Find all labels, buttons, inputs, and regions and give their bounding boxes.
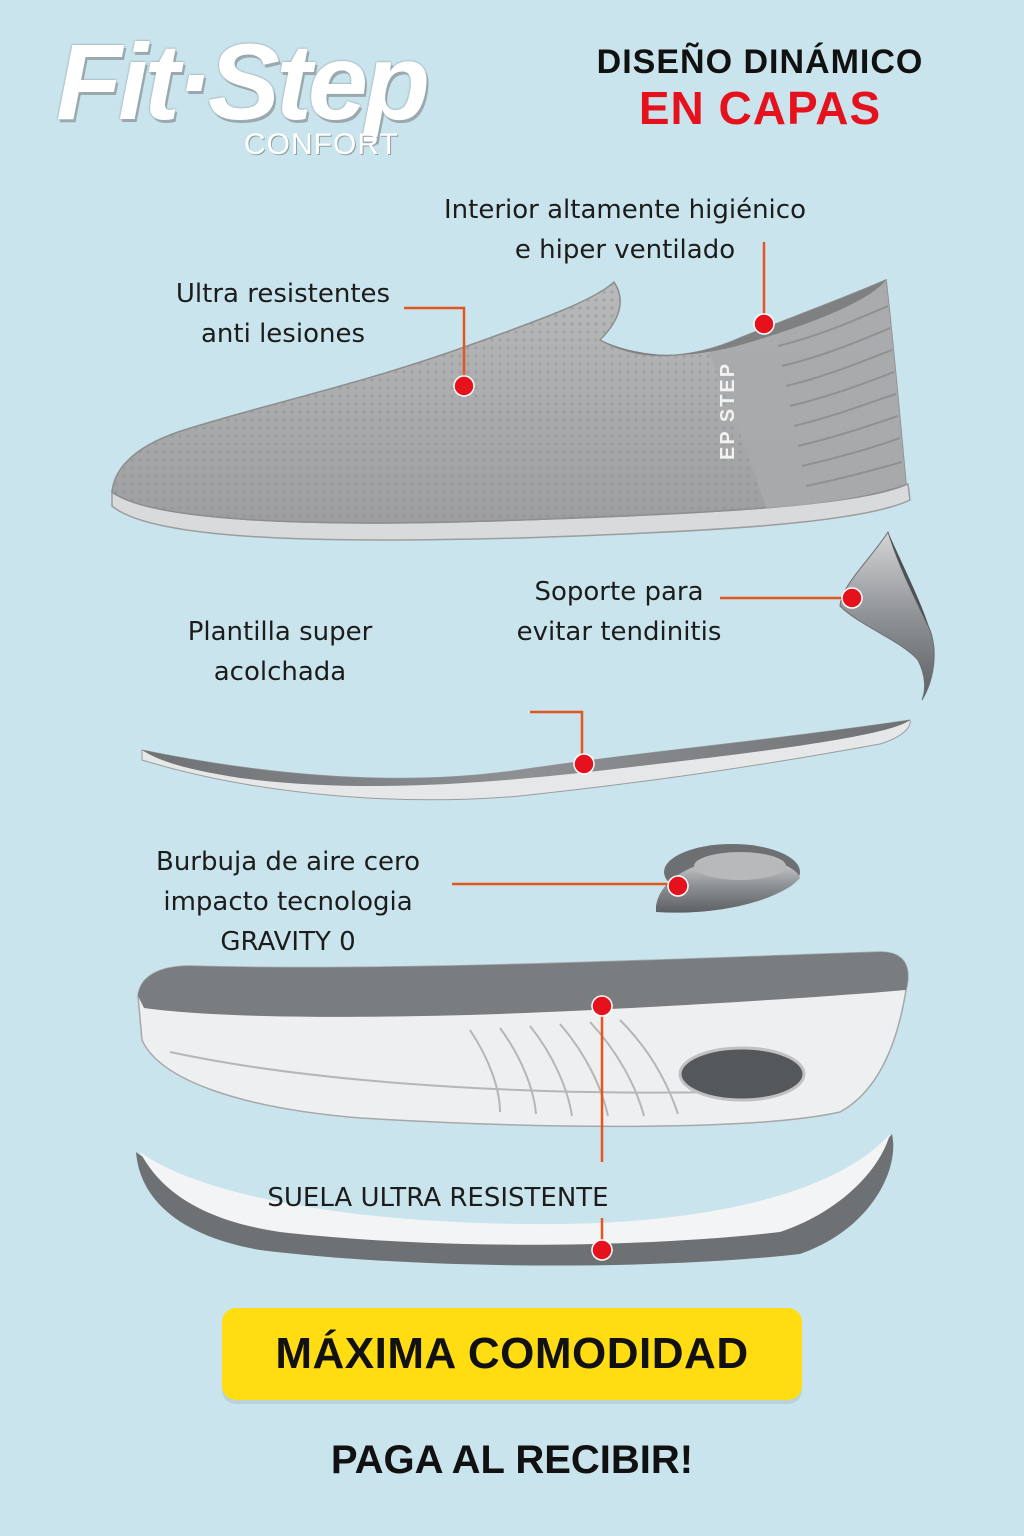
marker-midsole (591, 995, 613, 1017)
marker-resistentes (453, 375, 475, 397)
brand-logo: Fit·Step CONFORT (56, 21, 516, 160)
callout-soporte: Soporte para evitar tendinitis (516, 577, 722, 647)
headline: DISEÑO DINÁMICO EN CAPAS (540, 42, 980, 134)
headline-line2: EN CAPAS (638, 82, 882, 134)
callout-burbuja: Burbuja de aire cero impacto tecnologia … (155, 847, 421, 957)
air-bubble-piece (656, 844, 800, 913)
shoe-upper: EP STEP (111, 278, 911, 541)
marker-soporte (841, 587, 863, 609)
midsole-layer (137, 951, 909, 1128)
heel-support-piece (839, 530, 935, 701)
maxima-comodidad-banner: MÁXIMA COMODIDAD (222, 1308, 802, 1400)
callout-resistentes: Ultra resistentes anti lesiones (175, 279, 391, 349)
payment-footer: PAGA AL RECIBIR! (330, 1438, 694, 1482)
callout-interior: Interior altamente higiénico e hiper ven… (444, 195, 806, 265)
headline-line1: DISEÑO DINÁMICO (596, 43, 924, 81)
leader-lines (404, 242, 852, 1250)
callout-plantilla: Plantilla super acolchada (187, 617, 373, 687)
logo-wordmark: Fit·Step (56, 21, 430, 142)
shoe-print: EP STEP (717, 362, 739, 460)
marker-burbuja (667, 875, 689, 897)
marker-plantilla (573, 753, 595, 775)
logo-subtext: CONFORT (244, 128, 399, 161)
outsole-layer (136, 1134, 894, 1266)
marker-suela (591, 1239, 613, 1261)
marker-interior (753, 313, 775, 335)
insole-layer (141, 719, 911, 801)
callout-suela: SUELA ULTRA RESISTENTE (267, 1183, 609, 1213)
